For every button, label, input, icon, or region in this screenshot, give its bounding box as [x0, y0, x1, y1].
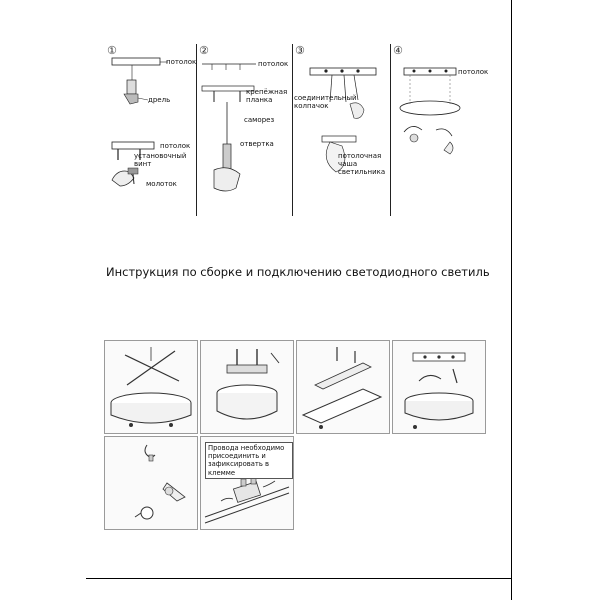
step-2-illustration	[201, 63, 256, 192]
step-1-panel: ① потолок дрель потолок установочный вин…	[104, 44, 197, 216]
assembly-tile-bracket-ring	[200, 340, 294, 434]
step-3-number: ③	[295, 44, 305, 57]
wiring-note: Провода необходимо присоединить и зафикс…	[205, 442, 293, 479]
step-4-panel: ④ потолок	[390, 44, 488, 216]
assembly-tile-crossbar	[104, 340, 198, 434]
page-edge-bottom	[86, 578, 512, 579]
step-1-illustration	[111, 57, 168, 187]
step-4-illustration	[399, 67, 461, 155]
ceiling-bowl-label: потолочная чаша светильника	[338, 152, 386, 176]
ceiling-label: потолок	[166, 58, 197, 66]
self-tapping-screw-label: саморез	[244, 116, 275, 124]
ceiling-label-2: потолок	[160, 142, 191, 150]
mounting-bracket-label: крепёжная планка	[246, 88, 288, 104]
step-3-panel: ③ соединительный колпачок потолочная чаш…	[292, 44, 391, 216]
step-3-illustration	[309, 67, 377, 173]
crossbar-ring-illustration	[110, 347, 192, 427]
hammer-label: молоток	[146, 180, 177, 188]
page-title: Инструкция по сборке и подключению свето…	[106, 265, 490, 279]
assembly-tile-pendant	[392, 340, 486, 434]
assembly-tile-hook	[104, 436, 198, 530]
screwdriver-label: отвертка	[240, 140, 274, 148]
assembly-tile-wiring: Провода необходимо присоединить и зафикс…	[200, 436, 294, 530]
installation-steps-strip: ① потолок дрель потолок установочный вин…	[104, 44, 488, 216]
step-2-number: ②	[199, 44, 209, 57]
ceiling-label: потолок	[458, 68, 489, 76]
step-4-number: ④	[393, 44, 403, 57]
ceiling-label: потолок	[258, 60, 289, 68]
page-edge-right	[511, 0, 512, 600]
connector-caps-label: соединительный колпачок	[294, 94, 357, 110]
assembly-tile-rail	[296, 340, 390, 434]
hook-fixing-illustration	[134, 444, 186, 520]
mounting-screw-label: установочный винт	[134, 152, 187, 168]
step-1-number: ①	[107, 44, 117, 57]
pendant-ring-illustration	[404, 352, 474, 429]
bracket-ring-illustration	[216, 349, 280, 420]
mounting-rail-illustration	[301, 347, 383, 429]
drill-label: дрель	[148, 96, 171, 104]
step-2-panel: ② потолок крепёжная планка саморез отвер…	[196, 44, 293, 216]
